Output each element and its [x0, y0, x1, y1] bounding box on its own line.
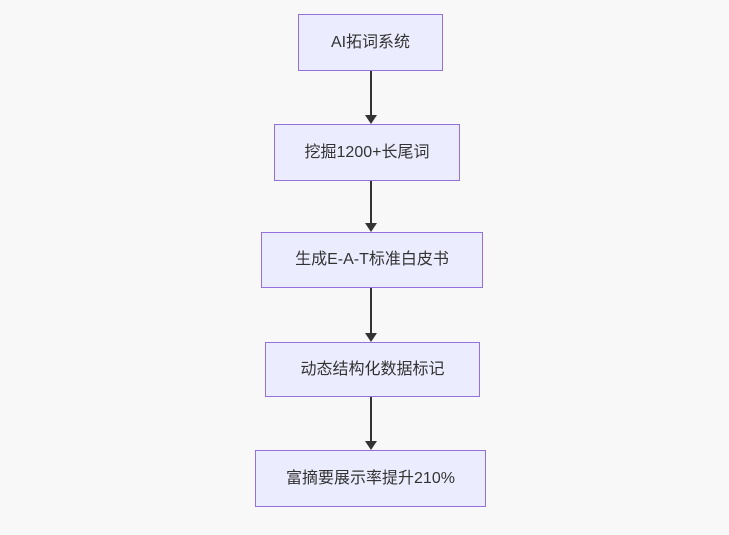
flow-arrow-4 — [364, 397, 377, 450]
node-label: 挖掘1200+长尾词 — [304, 143, 430, 161]
node-structured-data-markup: 动态结构化数据标记 — [265, 342, 480, 397]
node-label: 富摘要展示率提升210% — [286, 469, 455, 487]
node-eat-whitepaper: 生成E-A-T标准白皮书 — [261, 232, 483, 288]
node-longtail-mining: 挖掘1200+长尾词 — [274, 124, 460, 181]
arrow-line — [369, 71, 372, 115]
arrow-head-icon — [364, 223, 377, 232]
flow-arrow-3 — [364, 288, 377, 342]
arrow-line — [369, 181, 372, 223]
flow-arrow-2 — [364, 181, 377, 232]
node-label: AI拓词系统 — [330, 33, 411, 51]
node-ai-keyword-system: AI拓词系统 — [298, 14, 443, 71]
arrow-head-icon — [364, 441, 377, 450]
arrow-head-icon — [364, 333, 377, 342]
node-label: 动态结构化数据标记 — [300, 360, 445, 378]
arrow-line — [369, 288, 372, 333]
arrow-head-icon — [364, 115, 377, 124]
arrow-line — [369, 397, 372, 441]
flow-arrow-1 — [364, 71, 377, 124]
node-rich-snippet-result: 富摘要展示率提升210% — [255, 450, 486, 507]
node-label: 生成E-A-T标准白皮书 — [295, 251, 449, 269]
